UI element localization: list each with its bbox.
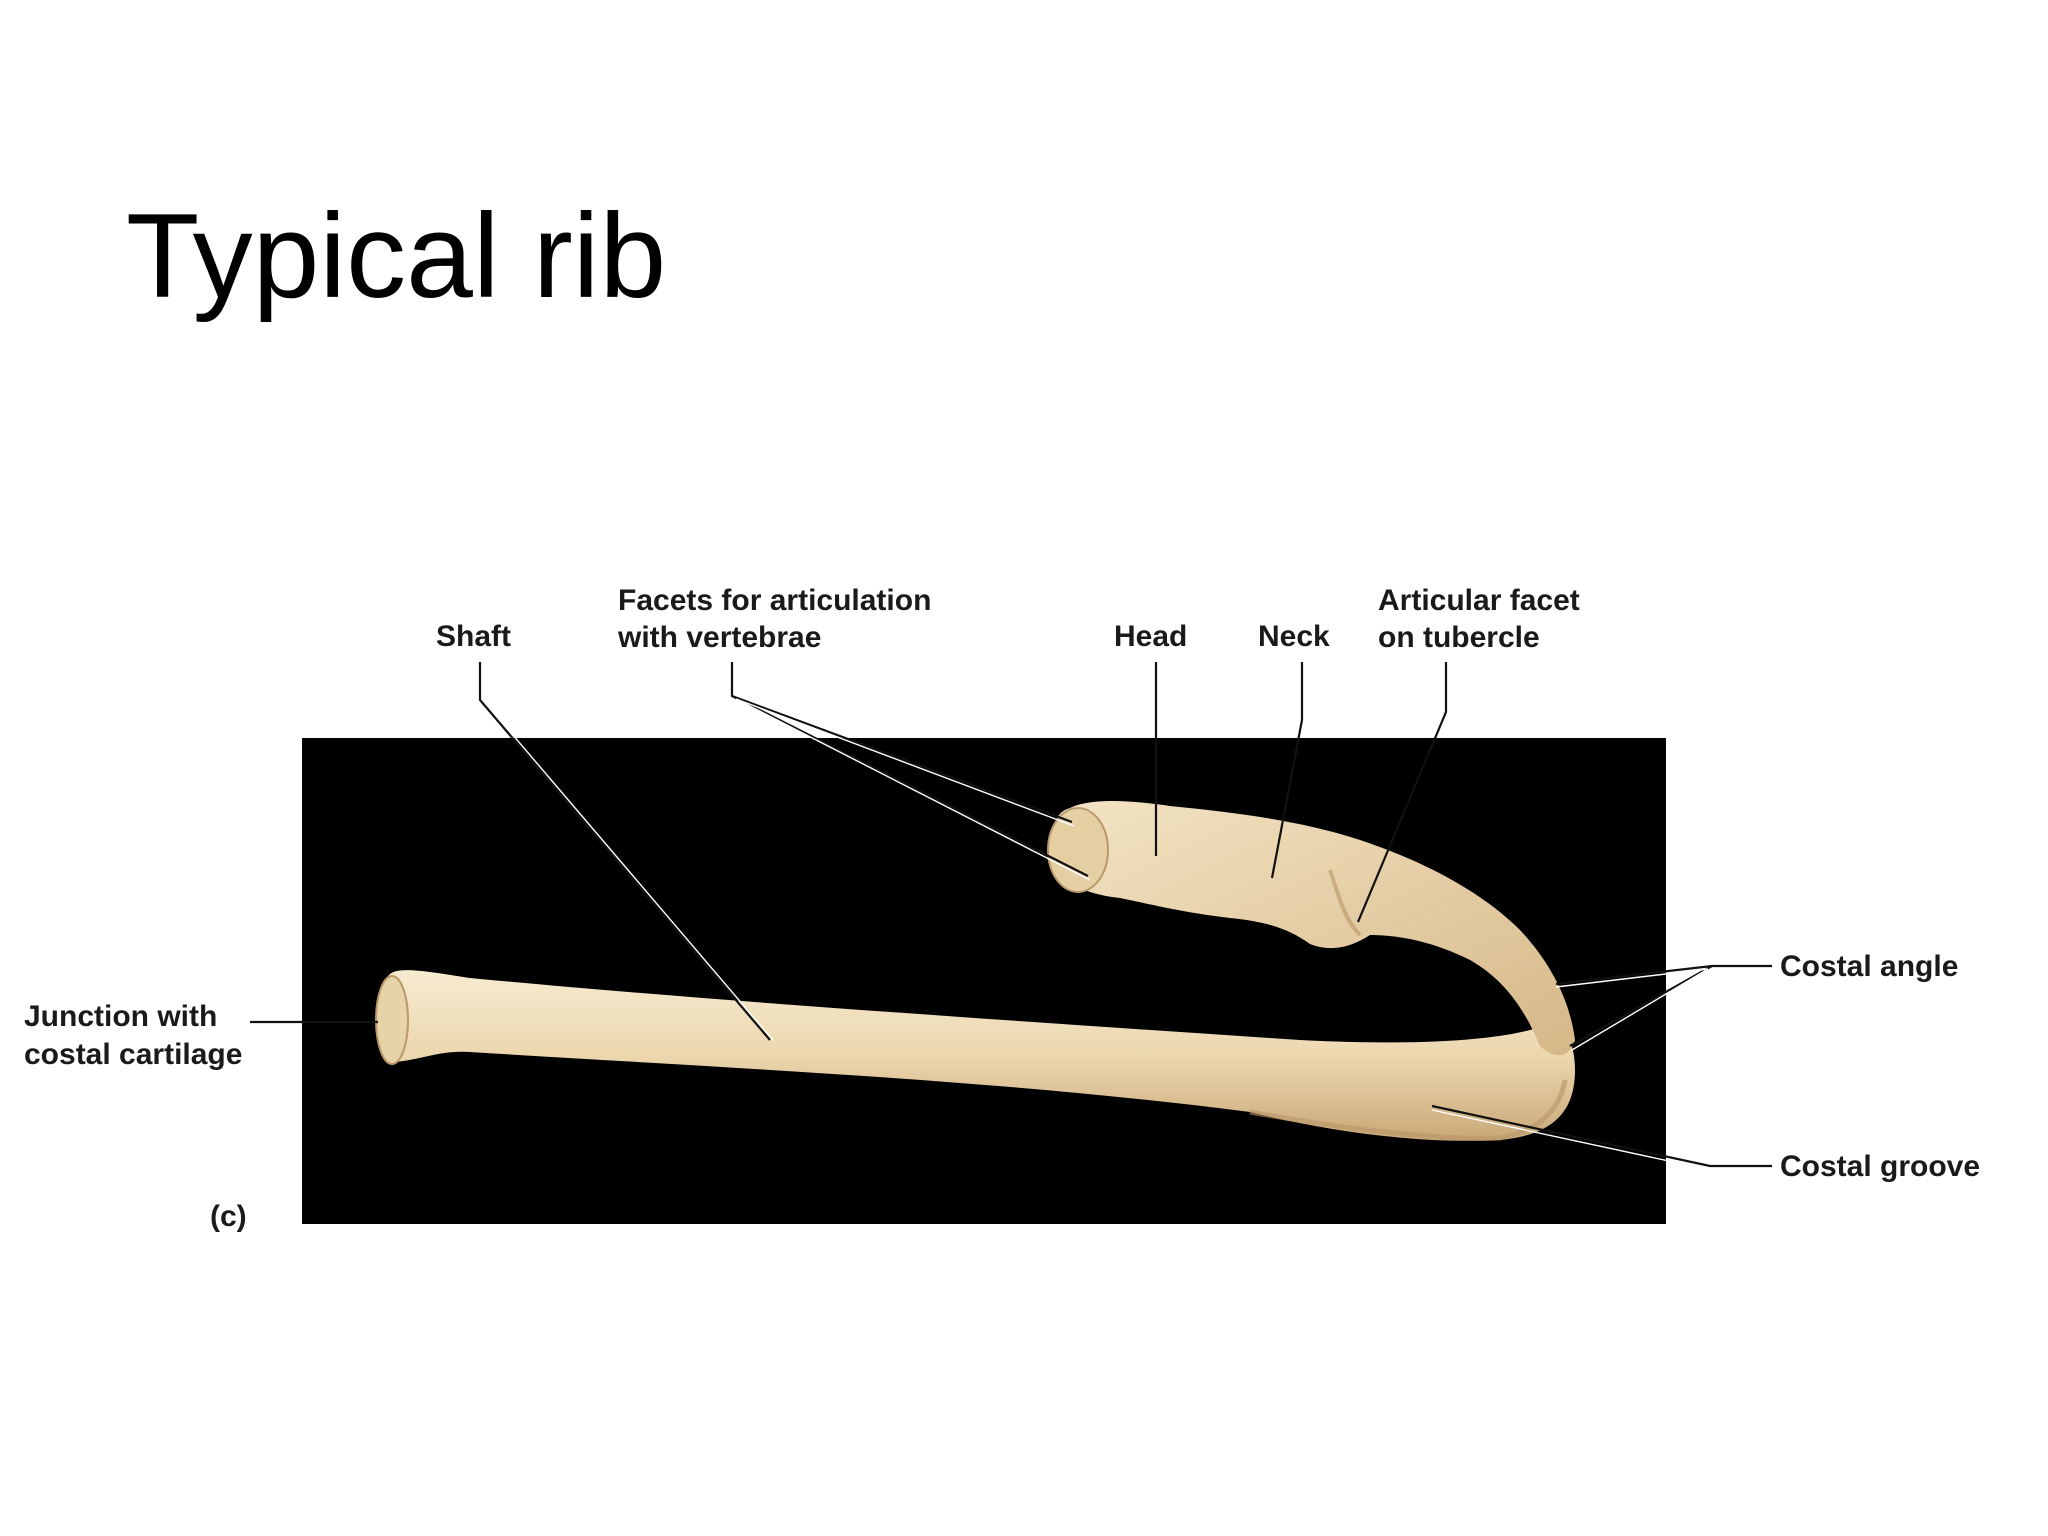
label-junction-line1: Junction with xyxy=(24,1000,217,1033)
label-articular-line1: Articular facet xyxy=(1378,584,1580,617)
label-costal-angle: Costal angle xyxy=(1780,950,1958,983)
photo-background xyxy=(302,738,1666,1224)
rib-shaft-shape xyxy=(375,970,1575,1141)
label-articular-line2: on tubercle xyxy=(1378,621,1540,654)
label-facets-line1: Facets for articulation xyxy=(618,584,931,617)
leader-articular xyxy=(1356,662,1448,923)
label-shaft: Shaft xyxy=(436,620,511,653)
rib-posterior-shape xyxy=(1049,801,1575,1056)
costal-groove-shade xyxy=(1249,1079,1568,1141)
label-head: Head xyxy=(1114,620,1187,653)
leader-facets xyxy=(730,662,1091,881)
label-junction-line2: costal cartilage xyxy=(24,1038,242,1071)
label-neck: Neck xyxy=(1258,620,1330,653)
tubercle-shade xyxy=(1328,869,1362,937)
leader-costal-angle xyxy=(1555,964,1772,1051)
leader-costal-groove xyxy=(1431,1104,1772,1170)
rib-anterior-end xyxy=(375,975,409,1065)
panel-label: (c) xyxy=(210,1200,247,1233)
leader-neck xyxy=(1270,662,1304,879)
leader-shaft xyxy=(478,662,774,1041)
rib-head-end xyxy=(1047,807,1109,893)
label-costal-groove: Costal groove xyxy=(1780,1150,1980,1183)
label-facets-line2: with vertebrae xyxy=(617,621,821,654)
slide-title: Typical rib xyxy=(126,189,667,323)
